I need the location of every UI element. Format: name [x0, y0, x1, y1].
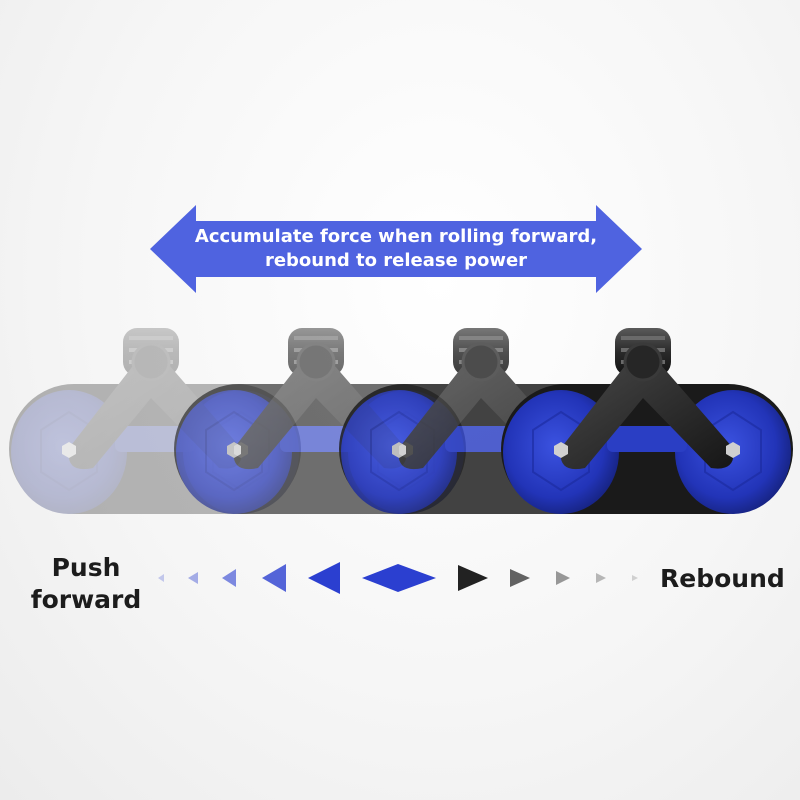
rebound-label: Rebound — [660, 564, 785, 593]
arrow-right-4-icon — [596, 573, 606, 583]
arrow-left-4-icon — [262, 564, 286, 592]
banner-line-1: Accumulate force when rolling forward, — [194, 226, 598, 247]
center-diamond-icon — [362, 564, 436, 592]
push-label-line-1: Push — [51, 553, 121, 582]
ab-roller-main — [497, 322, 797, 522]
arrow-left-1-icon — [158, 574, 164, 582]
push-label-line-2: forward — [30, 585, 142, 614]
motion-direction-arrows — [158, 562, 638, 594]
arrow-right-5-icon — [632, 575, 638, 581]
arrow-right-1-icon — [458, 565, 488, 591]
banner-text: Accumulate force when rolling forward, r… — [150, 205, 642, 293]
double-arrow-banner: Accumulate force when rolling forward, r… — [150, 205, 642, 293]
arrow-left-3-icon — [222, 569, 236, 587]
arrow-right-2-icon — [510, 569, 530, 587]
arrow-left-5-icon — [308, 562, 340, 594]
arrow-right-3-icon — [556, 571, 570, 585]
push-forward-label: Push forward — [26, 552, 146, 616]
banner-line-2: rebound to release power — [264, 250, 528, 271]
arrow-left-2-icon — [188, 572, 198, 584]
double-arrow-icon — [150, 205, 642, 293]
ab-roller-image — [499, 326, 795, 516]
